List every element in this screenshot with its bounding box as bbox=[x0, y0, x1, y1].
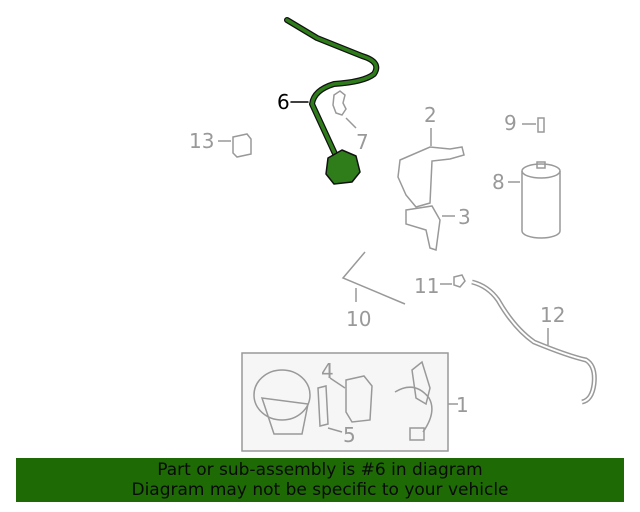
part-1-icon[interactable] bbox=[253, 360, 458, 441]
part-2-icon[interactable] bbox=[397, 128, 465, 208]
callout-6[interactable]: 6 bbox=[277, 90, 290, 114]
info-banner: Part or sub-assembly is #6 in diagram Di… bbox=[16, 458, 624, 502]
callout-4[interactable]: 4 bbox=[321, 359, 334, 383]
part-6-cable-icon[interactable] bbox=[284, 17, 380, 185]
callout-5[interactable]: 5 bbox=[343, 423, 356, 447]
callout-8[interactable]: 8 bbox=[492, 170, 505, 194]
banner-line-2: Diagram may not be specific to your vehi… bbox=[131, 480, 509, 500]
callout-13[interactable]: 13 bbox=[189, 129, 215, 153]
callout-1[interactable]: 1 bbox=[456, 393, 469, 417]
callout-10[interactable]: 10 bbox=[346, 307, 372, 331]
part-10-icon[interactable] bbox=[341, 251, 406, 305]
part-13-icon[interactable] bbox=[218, 133, 252, 158]
callout-2[interactable]: 2 bbox=[424, 103, 437, 127]
callout-12[interactable]: 12 bbox=[540, 303, 566, 327]
callout-7[interactable]: 7 bbox=[356, 130, 369, 154]
part-3-icon[interactable] bbox=[405, 205, 455, 251]
callout-11[interactable]: 11 bbox=[414, 274, 440, 298]
part-8-icon[interactable] bbox=[508, 161, 561, 239]
part-12-icon[interactable] bbox=[471, 279, 597, 405]
part-9-icon[interactable] bbox=[522, 117, 545, 133]
part-7-icon[interactable] bbox=[332, 90, 357, 129]
callout-3[interactable]: 3 bbox=[458, 205, 471, 229]
callout-9[interactable]: 9 bbox=[504, 111, 517, 135]
part-4-icon[interactable] bbox=[329, 375, 373, 423]
banner-line-1: Part or sub-assembly is #6 in diagram bbox=[157, 460, 483, 480]
part-11-icon[interactable] bbox=[440, 274, 466, 288]
part-5-icon[interactable] bbox=[317, 385, 343, 433]
